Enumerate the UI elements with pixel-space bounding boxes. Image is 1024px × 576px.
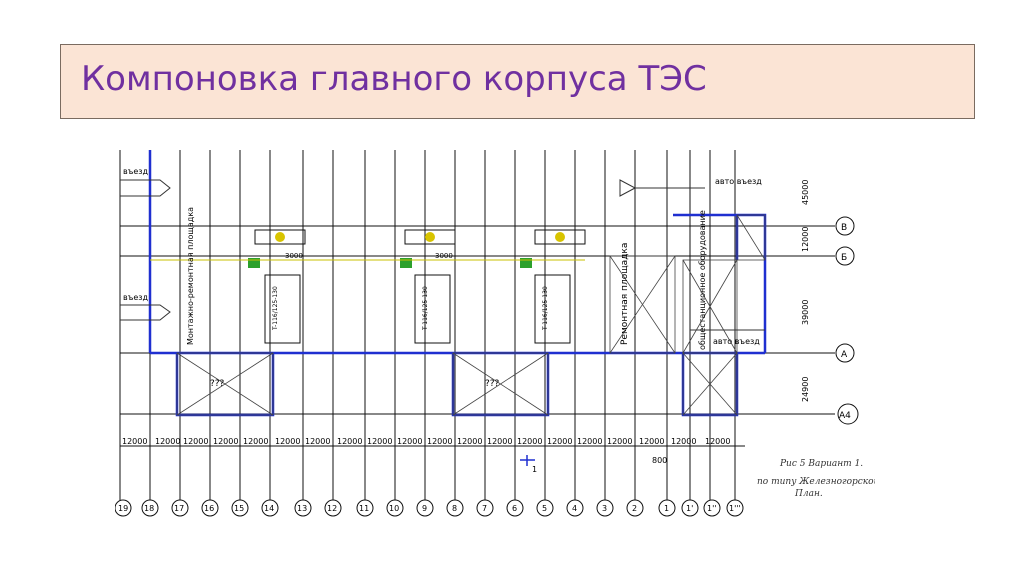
svg-text:12000: 12000 bbox=[213, 437, 238, 446]
common-equipment-label: общестанционное оборудование bbox=[698, 210, 707, 350]
unit-dim-label-2: 3000 bbox=[435, 252, 453, 260]
svg-text:9: 9 bbox=[422, 504, 427, 513]
svg-text:12000: 12000 bbox=[183, 437, 208, 446]
dim-12000: 12000 bbox=[801, 227, 810, 252]
title-banner: Компоновка главного корпуса ТЭС bbox=[60, 44, 975, 119]
svg-text:12000: 12000 bbox=[305, 437, 330, 446]
svg-text:12000: 12000 bbox=[337, 437, 362, 446]
svg-text:18: 18 bbox=[144, 504, 154, 513]
auto-entry-label-bottom: авто въезд bbox=[713, 337, 760, 346]
turbine-units bbox=[150, 229, 586, 344]
svg-text:8: 8 bbox=[452, 504, 457, 513]
svg-text:12000: 12000 bbox=[122, 437, 147, 446]
svg-text:12000: 12000 bbox=[457, 437, 482, 446]
section-mark bbox=[520, 455, 535, 466]
block-label-2: ??? bbox=[485, 379, 500, 389]
repair-area-label: Ремонтная площадка bbox=[620, 243, 630, 345]
svg-text:12000: 12000 bbox=[487, 437, 512, 446]
svg-text:12000: 12000 bbox=[517, 437, 542, 446]
svg-text:12000: 12000 bbox=[607, 437, 632, 446]
dim-45000: 45000 bbox=[801, 180, 810, 205]
svg-text:1': 1' bbox=[686, 504, 693, 513]
svg-text:2: 2 bbox=[632, 504, 637, 513]
entry-label-top: въезд bbox=[123, 167, 149, 176]
svg-text:7: 7 bbox=[482, 504, 487, 513]
power-plant-floor-plan: въезд въезд авто въезд авто въезд Монтаж… bbox=[115, 150, 875, 517]
column-grid-lines bbox=[119, 150, 736, 510]
bottom-dimensions: 12000 12000 12000 12000 12000 12000 1200… bbox=[122, 437, 730, 446]
svg-text:1'': 1'' bbox=[707, 504, 717, 513]
unit-spec-label-3: T-116/125-130 bbox=[542, 286, 549, 331]
svg-text:12000: 12000 bbox=[705, 437, 730, 446]
svg-text:12000: 12000 bbox=[397, 437, 422, 446]
dim-800: 800 bbox=[652, 456, 667, 465]
unit-spec-label-1: T-116/125-130 bbox=[272, 286, 279, 331]
svg-text:5: 5 bbox=[542, 504, 547, 513]
svg-text:1''': 1''' bbox=[729, 504, 741, 513]
svg-text:1: 1 bbox=[664, 504, 669, 513]
auto-entry-label-top: авто въезд bbox=[715, 177, 762, 186]
svg-text:12000: 12000 bbox=[671, 437, 696, 446]
svg-text:12000: 12000 bbox=[155, 437, 180, 446]
axis-bubbles: В Б А А4 bbox=[835, 216, 859, 425]
caption-line-3: План. bbox=[794, 489, 823, 499]
building-walls bbox=[148, 150, 767, 417]
svg-text:15: 15 bbox=[234, 504, 244, 513]
axis-letter-b: Б bbox=[841, 253, 847, 263]
foundation-blocks bbox=[176, 214, 766, 416]
column-number-row: 19 18 17 16 15 14 13 12 11 10 9 8 7 6 5 … bbox=[115, 499, 744, 517]
svg-text:10: 10 bbox=[389, 504, 399, 513]
montage-area-label: Монтажно-ремонтная площадка bbox=[186, 207, 195, 345]
svg-text:12000: 12000 bbox=[275, 437, 300, 446]
svg-text:14: 14 bbox=[264, 504, 274, 513]
caption-line-2: по типу Железногорской bbox=[757, 477, 875, 487]
axis-letter-a4: А4 bbox=[839, 411, 851, 421]
unit-dim-label-1: 3000 bbox=[285, 252, 303, 260]
svg-text:3: 3 bbox=[602, 504, 607, 513]
svg-text:19: 19 bbox=[118, 504, 128, 513]
slide-title: Компоновка главного корпуса ТЭС bbox=[81, 59, 707, 99]
entry-label-bottom: въезд bbox=[123, 293, 149, 302]
block-label-1: ??? bbox=[210, 379, 225, 389]
svg-text:13: 13 bbox=[297, 504, 307, 513]
caption-line-1: Рис 5 Вариант 1. bbox=[779, 459, 863, 469]
svg-text:6: 6 bbox=[512, 504, 517, 513]
vertical-dimensions: 45000 12000 39000 24900 bbox=[801, 180, 810, 402]
dim-39000: 39000 bbox=[801, 300, 810, 325]
svg-text:4: 4 bbox=[572, 504, 577, 513]
axis-letter-v: В bbox=[841, 223, 847, 233]
svg-text:12000: 12000 bbox=[547, 437, 572, 446]
svg-text:12000: 12000 bbox=[577, 437, 602, 446]
section-mark-label: 1 bbox=[532, 465, 537, 474]
dim-24900: 24900 bbox=[801, 377, 810, 402]
svg-text:11: 11 bbox=[359, 504, 369, 513]
svg-text:12000: 12000 bbox=[243, 437, 268, 446]
svg-text:12: 12 bbox=[327, 504, 337, 513]
svg-text:17: 17 bbox=[174, 504, 184, 513]
entry-arrows bbox=[120, 179, 765, 331]
unit-spec-label-2: T-116/125-130 bbox=[422, 286, 429, 331]
svg-text:12000: 12000 bbox=[427, 437, 452, 446]
axis-letter-a: А bbox=[841, 350, 848, 360]
svg-text:12000: 12000 bbox=[639, 437, 664, 446]
svg-text:16: 16 bbox=[204, 504, 214, 513]
svg-text:12000: 12000 bbox=[367, 437, 392, 446]
